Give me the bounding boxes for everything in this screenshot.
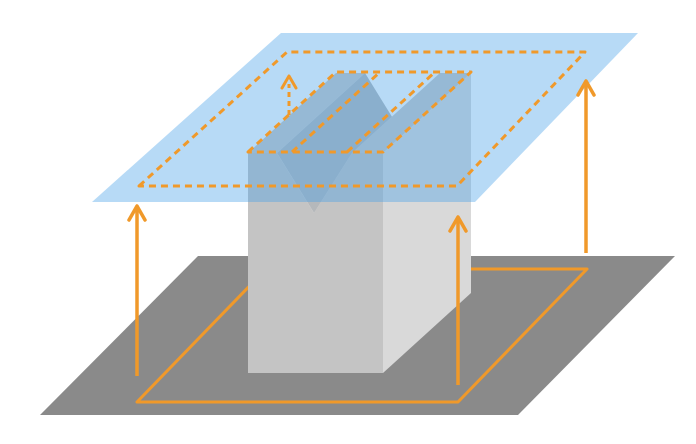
block-top-strip-right: [352, 73, 471, 153]
block-side-face: [383, 73, 471, 373]
block-front-face: [248, 153, 383, 373]
left-up-arrow-head: [127, 204, 147, 222]
base-toolpath-outline: [135, 267, 589, 404]
groove-slot-line-left: [290, 70, 382, 154]
right-up-arrow-head: [576, 79, 596, 97]
slicing-plane: [92, 33, 638, 202]
middle-up-arrow-head: [448, 215, 468, 233]
lift-arrow-head: [280, 74, 298, 90]
block-groove-face-left: [277, 73, 402, 213]
groove-slot-line-right: [345, 70, 437, 154]
block-top-strip-left: [248, 73, 365, 153]
slice-outer-toolpath: [137, 50, 587, 188]
slice-cross-section-outline: [246, 70, 473, 154]
